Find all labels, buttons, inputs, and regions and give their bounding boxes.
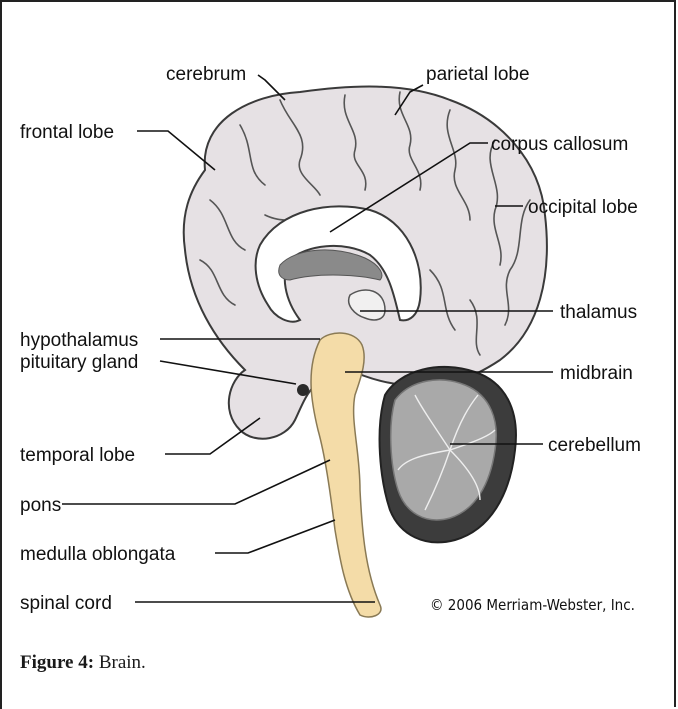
label-midbrain: midbrain	[560, 363, 633, 384]
brain-diagram: cerebrum parietal lobe frontal lobe corp…	[0, 0, 678, 640]
label-occipital-lobe: occipital lobe	[528, 197, 638, 218]
label-thalamus: thalamus	[560, 302, 637, 323]
label-corpus-callosum: corpus callosum	[491, 134, 628, 155]
label-hypothalamus: hypothalamus	[20, 330, 138, 351]
caption-prefix: Figure 4:	[20, 652, 94, 673]
label-cerebrum: cerebrum	[166, 64, 246, 85]
figure-caption: Figure 4: Brain.	[20, 652, 146, 674]
label-parietal-lobe: parietal lobe	[426, 64, 530, 85]
label-spinal-cord: spinal cord	[20, 593, 112, 614]
label-pons: pons	[20, 495, 61, 516]
caption-text: Brain.	[94, 652, 146, 673]
label-temporal-lobe: temporal lobe	[20, 445, 135, 466]
copyright-text: © 2006 Merriam-Webster, Inc.	[430, 596, 635, 614]
label-cerebellum: cerebellum	[548, 435, 641, 456]
pituitary-shape	[297, 384, 309, 396]
label-frontal-lobe: frontal lobe	[20, 122, 114, 143]
label-pituitary-gland: pituitary gland	[20, 352, 138, 373]
frame-edge	[0, 640, 2, 709]
label-medulla-oblongata: medulla oblongata	[20, 544, 176, 565]
